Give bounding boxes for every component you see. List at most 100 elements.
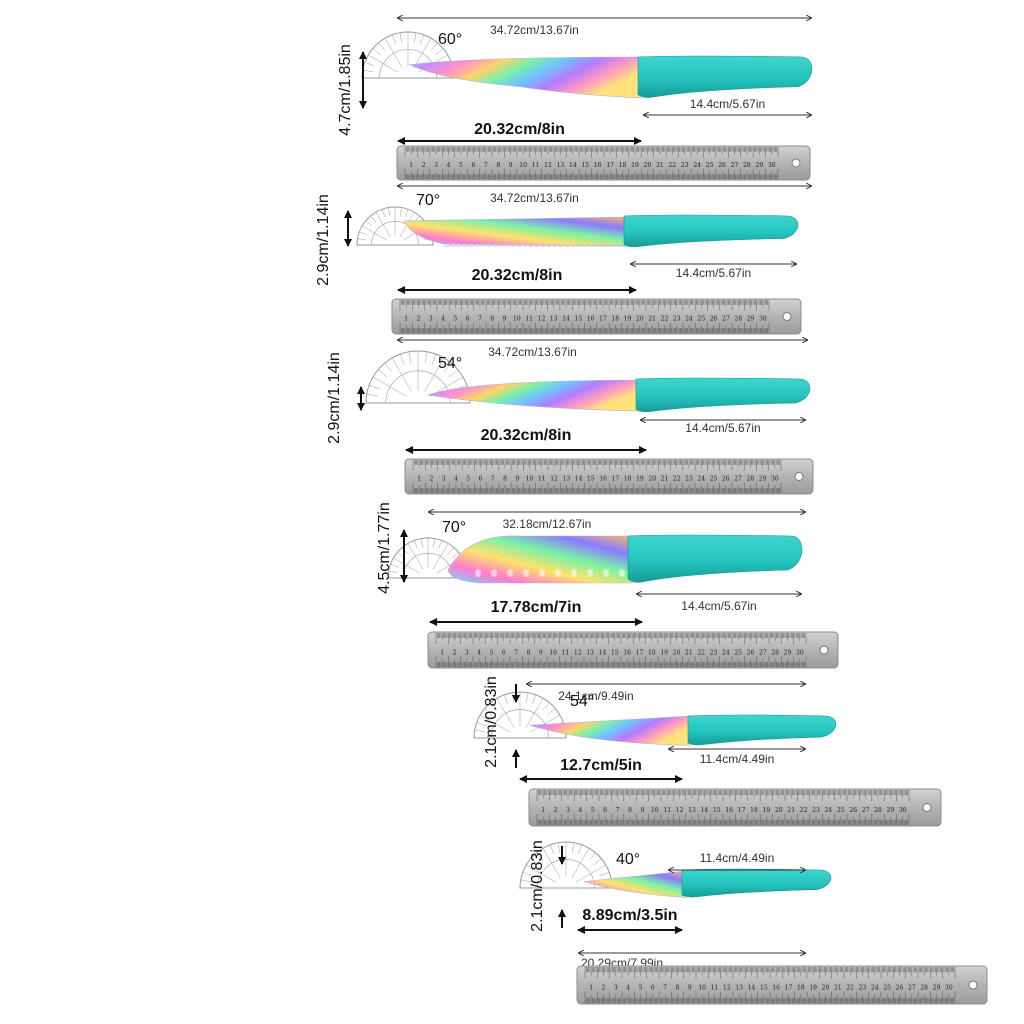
handle-length-label: 11.4cm/4.49in <box>700 752 775 766</box>
blade-dimple <box>507 569 513 577</box>
ruler-number: 12 <box>544 162 552 169</box>
ruler-number: 26 <box>718 162 726 169</box>
ruler-number: 29 <box>933 985 941 992</box>
ruler-number: 17 <box>599 316 607 323</box>
ruler-number: 3 <box>465 649 469 656</box>
blade-length-label: 12.7cm/5in <box>560 757 642 774</box>
blade-dimple <box>555 569 561 577</box>
overall-length-label: 34.72cm/13.67in <box>490 191 579 205</box>
blade-height-label: 4.7cm/1.85in <box>337 44 354 136</box>
edge-angle-label: 60° <box>438 31 462 48</box>
ruler-number: 14 <box>701 807 709 814</box>
ruler-number: 25 <box>706 162 714 169</box>
blade-dimple <box>491 569 497 577</box>
ruler-number: 7 <box>514 649 518 656</box>
ruler-number: 3 <box>434 162 438 169</box>
ruler-number: 1 <box>417 476 421 483</box>
ruler-number: 28 <box>747 476 755 483</box>
ruler-number: 8 <box>496 162 500 169</box>
ruler-number: 13 <box>586 649 594 656</box>
ruler-number: 18 <box>797 985 805 992</box>
ruler-number: 27 <box>734 476 742 483</box>
ruler-number: 23 <box>673 316 681 323</box>
ruler-number: 7 <box>484 162 488 169</box>
rainbow-blade <box>529 715 693 746</box>
ruler-number: 20 <box>636 316 644 323</box>
ruler-number: 30 <box>759 316 767 323</box>
ruler-number: 13 <box>688 807 696 814</box>
ruler-number: 25 <box>883 985 891 992</box>
edge-angle-label: 70° <box>442 519 466 536</box>
ruler-number: 29 <box>747 316 755 323</box>
knife-handle <box>623 214 799 248</box>
ruler-number: 16 <box>594 162 602 169</box>
ruler-number: 21 <box>648 316 656 323</box>
ruler-number: 9 <box>640 807 644 814</box>
ruler-number: 8 <box>527 649 531 656</box>
knife-handle <box>687 714 837 746</box>
rainbow-blade <box>583 870 687 898</box>
blade-dimple <box>571 569 577 577</box>
ruler-number: 24 <box>685 316 693 323</box>
ruler-number: 2 <box>422 162 426 169</box>
blade-dimple <box>619 569 625 577</box>
ruler-number: 18 <box>750 807 758 814</box>
ruler-number: 9 <box>539 649 543 656</box>
blade-height-label: 2.1cm/0.83in <box>529 840 546 932</box>
ruler-number: 28 <box>743 162 751 169</box>
santoku-knife: 32.18cm/12.67in70°4.5cm/1.77in14.4cm/5.6… <box>376 502 839 669</box>
protractor-icon <box>365 350 471 404</box>
ruler-number: 28 <box>734 316 742 323</box>
ruler-number: 23 <box>859 985 867 992</box>
ruler-number: 29 <box>759 476 767 483</box>
ruler-number: 9 <box>515 476 519 483</box>
ruler-number: 17 <box>785 985 793 992</box>
ruler-number: 10 <box>513 316 521 323</box>
ruler-number: 28 <box>874 807 882 814</box>
blade-dimple <box>603 569 609 577</box>
ruler-number: 2 <box>554 807 558 814</box>
edge-angle-label: 54° <box>438 355 462 372</box>
ruler-number: 17 <box>612 476 620 483</box>
ruler-number: 24 <box>697 476 705 483</box>
ruler-number: 24 <box>722 649 730 656</box>
ruler-number: 21 <box>834 985 842 992</box>
ruler-number: 13 <box>550 316 558 323</box>
ruler-number: 20 <box>775 807 783 814</box>
ruler-number: 6 <box>603 807 607 814</box>
ruler-number: 27 <box>759 649 767 656</box>
ruler-number: 4 <box>626 985 630 992</box>
ruler-number: 19 <box>809 985 817 992</box>
ruler-number: 12 <box>574 649 582 656</box>
ruler-number: 7 <box>663 985 667 992</box>
ruler-number: 30 <box>771 476 779 483</box>
overall-length-label: 24.1cm/9.49in <box>558 689 633 703</box>
ruler-number: 3 <box>429 316 433 323</box>
ruler-number: 3 <box>566 807 570 814</box>
edge-angle-label: 40° <box>616 851 640 868</box>
ruler-number: 14 <box>748 985 756 992</box>
ruler-number: 29 <box>756 162 764 169</box>
ruler-number: 5 <box>459 162 463 169</box>
ruler-number: 29 <box>784 649 792 656</box>
blade-length-label: 17.78cm/7in <box>491 599 582 616</box>
rainbow-blade <box>403 216 629 247</box>
ruler-number: 19 <box>624 316 632 323</box>
edge-angle-label: 54° <box>570 693 594 710</box>
ruler-number: 2 <box>453 649 457 656</box>
ruler-number: 5 <box>490 649 494 656</box>
blade-height-label: 2.9cm/1.14in <box>326 352 343 444</box>
ruler-number: 27 <box>731 162 739 169</box>
ruler-number: 28 <box>771 649 779 656</box>
ruler-number: 25 <box>734 649 742 656</box>
ruler-number: 16 <box>772 985 780 992</box>
ruler-number: 27 <box>862 807 870 814</box>
ruler-number: 22 <box>668 162 676 169</box>
ruler-number: 21 <box>787 807 795 814</box>
